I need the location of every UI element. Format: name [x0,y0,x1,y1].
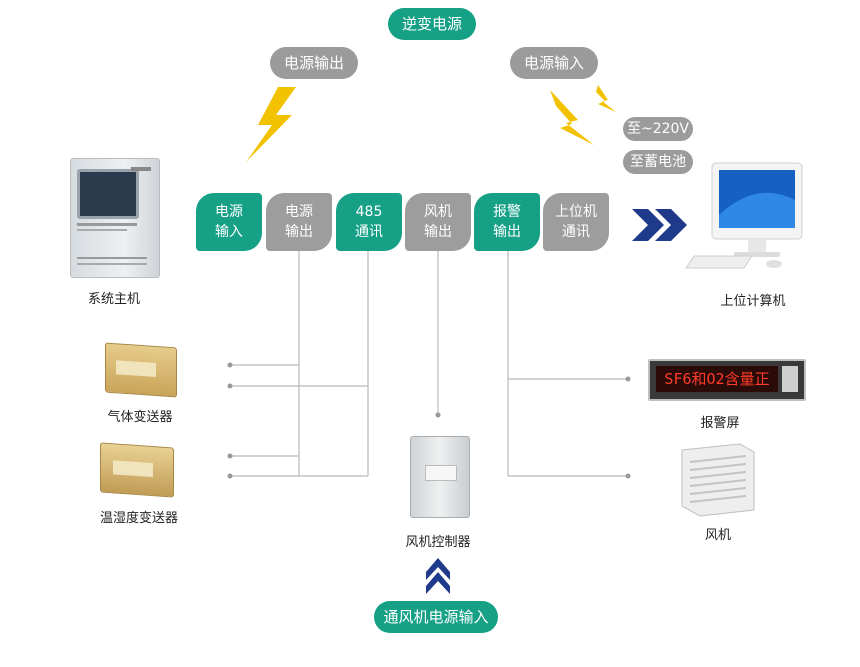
to-battery-label: 至蓄电池 [623,150,693,174]
tab-line1: 报警 [493,204,521,220]
host-screen [77,169,139,219]
tab-line1: 电源 [215,204,243,220]
system-host-device [70,158,160,278]
power-output-label: 电源输出 [270,47,358,79]
tab-line1: 风机 [424,204,452,220]
computer-label: 上位计算机 [720,294,786,309]
tab-alarm-output: 报警 输出 [474,193,540,251]
to-220v-label: 至~220V [623,117,693,141]
tab-line1: 485 [355,204,383,220]
tab-host-comm: 上位机 通讯 [543,193,609,251]
tab-power-output: 电源 输出 [266,193,332,251]
fan-controller-device [410,436,470,518]
inverter-power-label: 逆变电源 [388,8,476,40]
lightning-bolt-icon [596,85,616,112]
tab-line2: 输出 [285,224,313,240]
system-host-label: 系统主机 [87,292,140,307]
tab-485-comm: 485 通讯 [336,193,402,251]
lightning-bolt-icon [550,90,594,145]
fan-power-input-label: 通风机电源输入 [374,601,498,633]
lightning-bolt-icon [246,87,296,162]
tab-line2: 通讯 [355,224,383,240]
power-input-label: 电源输入 [510,47,598,79]
tab-line1: 上位机 [555,204,597,220]
alarm-screen-device: SF6和O2含量正 [648,359,806,401]
tab-line1: 电源 [285,204,313,220]
gas-transmitter-label: 气体变送器 [107,410,173,425]
alarm-screen-label: 报警屏 [700,416,740,431]
tab-line2: 输入 [215,224,243,240]
tab-power-input: 电源 输入 [196,193,262,251]
fan-controller-label: 风机控制器 [405,535,471,550]
fan-label: 风机 [704,528,731,543]
tab-fan-output: 风机 输出 [405,193,471,251]
humidity-transmitter-label: 温湿度变送器 [99,511,178,526]
alarm-screen-text: SF6和O2含量正 [656,366,778,392]
tab-line2: 输出 [493,224,521,240]
tab-line2: 输出 [424,224,452,240]
tab-line2: 通讯 [562,224,590,240]
